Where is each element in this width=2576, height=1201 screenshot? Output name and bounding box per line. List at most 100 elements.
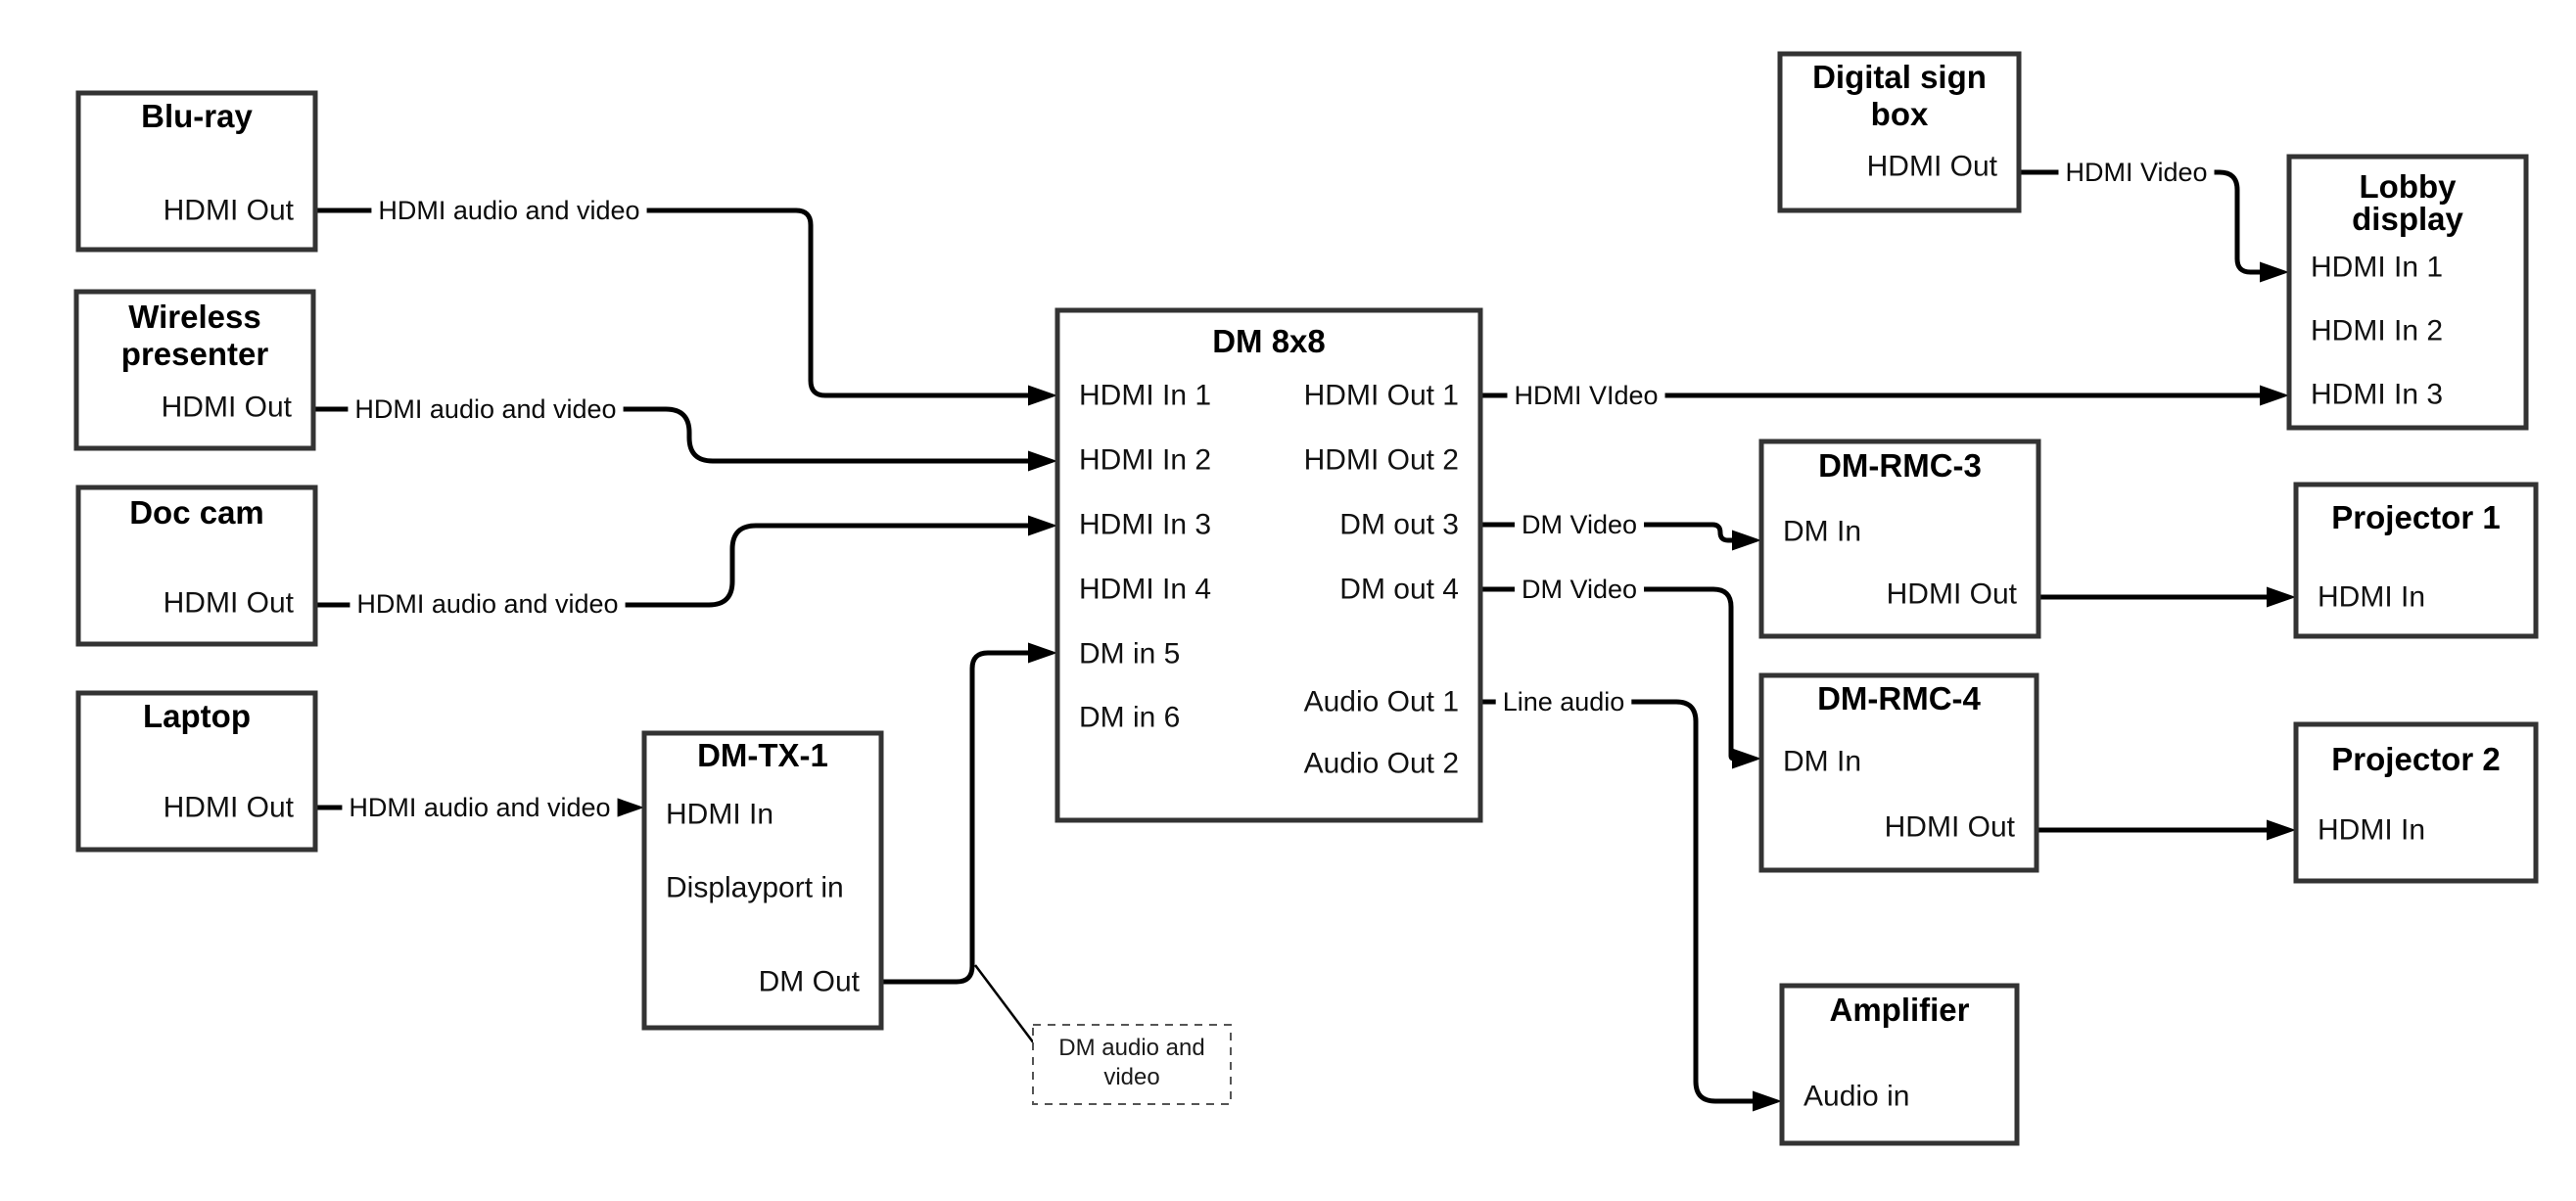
edge-label-text: Line audio (1503, 687, 1625, 716)
port-hdmi-in-3: HDMI In 3 (2311, 379, 2443, 411)
edge-label-hdmi-out-1-to-lobby-in-3: HDMI VIdeo (1507, 378, 1665, 413)
node-box (1054, 307, 1483, 823)
edge-audio-out-1-to-amplifier (1480, 699, 1782, 1112)
node-title-dm-rmc-4: DM-RMC-4 (1817, 680, 1981, 716)
node-box (2286, 154, 2529, 431)
note-box (1032, 1024, 1232, 1105)
node-title-amplifier: Amplifier (1829, 992, 1969, 1028)
node-title-dm-8x8: DM 8x8 (1212, 323, 1326, 359)
node-title-wireless: Wireless (128, 299, 260, 335)
edge-rmc-4-to-projector-2 (2037, 819, 2296, 841)
node-title-lobby: Lobby (2360, 168, 2458, 205)
port-hdmi-in-3: HDMI In 3 (1079, 509, 1211, 541)
port-hdmi-out: HDMI Out (1887, 578, 2018, 611)
arrowhead-icon (1028, 450, 1057, 472)
node-title-digital-sign: Digital sign (1812, 59, 1987, 95)
node-title-blu-ray: Blu-ray (141, 98, 253, 134)
port-hdmi-in: HDMI In (2318, 814, 2425, 847)
node-box (1758, 439, 2041, 639)
port-dm-out-4: DM out 4 (1339, 574, 1459, 606)
connector-line (1480, 699, 1756, 1104)
edge-dm-tx-1-to-dm-in-5 (881, 642, 1057, 985)
edge-label-background (1514, 572, 1645, 607)
port-dm-in-5: DM in 5 (1079, 638, 1180, 670)
port-hdmi-in: HDMI In (666, 799, 773, 831)
port-hdmi-out: HDMI Out (1867, 151, 1998, 183)
node-box (73, 289, 316, 451)
node-dm-rmc-4: DM-RMC-4 DM In HDMI Out (1758, 672, 2039, 873)
edge-note-leader (974, 964, 1035, 1044)
edge-label-background (350, 586, 626, 622)
port-audio-out-2: Audio Out 2 (1304, 748, 1459, 780)
edge-label-text: HDMI audio and video (356, 589, 618, 619)
port-hdmi-in: HDMI In (2318, 581, 2425, 614)
port-hdmi-out: HDMI Out (1885, 811, 2016, 844)
arrowhead-icon (1732, 748, 1761, 769)
node-box (75, 485, 318, 647)
edge-dm-out-4-to-rmc-4 (1480, 586, 1761, 769)
port-hdmi-in-1: HDMI In 1 (1079, 380, 1211, 412)
edge-digital-sign-to-lobby-in-1 (2019, 169, 2289, 283)
node-box (75, 90, 318, 253)
edge-label-text: DM Video (1522, 575, 1637, 604)
arrowhead-icon (1028, 515, 1057, 536)
connector-line (974, 964, 1035, 1044)
port-hdmi-out: HDMI Out (162, 392, 293, 424)
node-title-doc-cam: Doc cam (129, 494, 264, 531)
edge-label-dm-out-4-to-rmc-4: DM Video (1514, 572, 1645, 607)
arrowhead-icon (2260, 385, 2289, 406)
port-hdmi-in-2: HDMI In 2 (1079, 444, 1211, 477)
edge-label-blu-ray-to-hdmi-in-1: HDMI audio and video (371, 193, 647, 228)
edge-label-doc-cam-to-hdmi-in-3: HDMI audio and video (350, 586, 626, 622)
edge-label-text: HDMI audio and video (378, 196, 639, 225)
port-dm-out: DM Out (759, 966, 861, 998)
edge-label-background (1514, 507, 1645, 542)
connector-line (315, 208, 1032, 398)
node-title-presenter: presenter (121, 336, 269, 372)
arrowhead-icon (615, 797, 644, 818)
edge-label-text: HDMI audio and video (349, 793, 610, 822)
edge-label-text: HDMI VIdeo (1514, 381, 1658, 410)
port-dm-in: DM In (1783, 516, 1861, 548)
edge-label-wireless-to-hdmi-in-2: HDMI audio and video (348, 392, 624, 427)
arrowhead-icon (1028, 385, 1057, 406)
edge-label-text: DM Video (1522, 510, 1637, 539)
node-title-box: box (1871, 96, 1929, 132)
note-text-dm-audio-and: DM audio and (1058, 1035, 1204, 1061)
node-box (1779, 983, 2020, 1146)
arrowhead-icon (1732, 530, 1761, 551)
arrowhead-icon (1753, 1090, 1782, 1112)
edge-label-text: HDMI Video (2065, 158, 2207, 187)
node-title-laptop: Laptop (143, 698, 251, 734)
port-dm-in: DM In (1783, 746, 1861, 778)
node-box (1758, 672, 2039, 873)
port-audio-in: Audio in (1803, 1081, 1909, 1113)
edge-doc-cam-to-hdmi-in-3 (315, 515, 1057, 608)
arrowhead-icon (2267, 819, 2296, 841)
port-hdmi-in-2: HDMI In 2 (2311, 315, 2443, 347)
connector-line (313, 406, 1032, 464)
note-text-video: video (1103, 1064, 1159, 1090)
arrowhead-icon (2267, 586, 2296, 608)
edge-label-background (2058, 155, 2215, 190)
connector-line (315, 523, 1032, 608)
port-hdmi-out: HDMI Out (164, 587, 295, 620)
node-box (1777, 51, 2022, 213)
port-hdmi-out: HDMI Out (164, 792, 295, 824)
edge-label-background (1507, 378, 1665, 413)
edge-dm-out-3-to-rmc-3 (1480, 522, 1761, 551)
port-displayport-in: Displayport in (666, 872, 844, 904)
port-hdmi-out-1: HDMI Out 1 (1304, 380, 1459, 412)
edge-label-background (342, 790, 618, 825)
